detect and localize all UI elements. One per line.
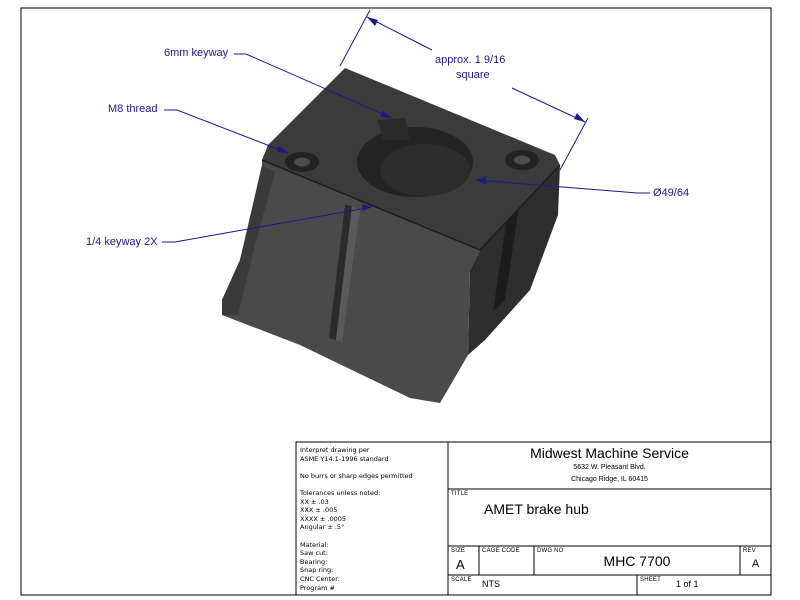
note-interpret-2: ASME Y14.1-1996 standard [300, 454, 389, 463]
note-material: Material: [300, 540, 329, 549]
drawing-title: AMET brake hub [484, 501, 589, 517]
leader-keyway-2x [162, 206, 373, 243]
part-front-slot-edge [336, 206, 360, 342]
part-right-face [468, 165, 560, 355]
general-notes: Interpret drawing per ASME Y14.1-1996 st… [300, 446, 446, 592]
leader-lines [162, 9, 650, 243]
note-tolerance-xx: XX ± .03 [300, 497, 329, 506]
callout-m8-thread: M8 thread [108, 103, 158, 115]
note-tolerance-xxxx: XXXX ± .0005 [300, 514, 346, 523]
arrow-dim-right [574, 113, 585, 122]
note-snap-ring: Snap ring: [300, 566, 334, 575]
size-value: A [456, 557, 465, 572]
note-bearing: Bearing: [300, 557, 328, 566]
note-tolerance-heading: Tolerances unless noted: [300, 488, 381, 497]
part-thread-hole-right-inner [514, 155, 530, 165]
arrow-thread [277, 146, 288, 153]
dwg-no-value: MHC 7700 [603, 553, 671, 569]
title-block-frame [295, 441, 772, 596]
callout-keyway-2x: 1/4 keyway 2X [86, 236, 158, 248]
note-program: Program # [300, 583, 335, 592]
title-label: TITLE [451, 491, 469, 497]
brake-hub-part [222, 68, 561, 403]
rev-value: A [751, 558, 760, 570]
arrow-keyway [380, 111, 392, 118]
leader-keyway [234, 53, 393, 119]
company-address-1: 5632 W. Pleasant Blvd. [573, 464, 646, 471]
ext-line-left [339, 9, 371, 67]
part-front-face [222, 160, 480, 403]
note-tolerance-angular: Angular ± .5° [300, 523, 345, 532]
title-block-grid [295, 441, 772, 596]
part-top-edge [261, 159, 561, 251]
note-cnc-center: CNC Center: [300, 574, 340, 583]
arrow-keyway-2x [362, 204, 372, 211]
callout-6mm-keyway: 6mm keyway [164, 47, 229, 59]
part-center-bore-inner [380, 144, 470, 196]
part-keyway-notch [378, 118, 410, 140]
company-name: Midwest Machine Service [530, 445, 689, 461]
note-interpret-1: Interpret drawing per [300, 446, 370, 454]
scale-label: SCALE [451, 577, 472, 583]
callout-square-dim-2: square [456, 69, 490, 81]
part-thread-hole-left-inner [294, 157, 310, 167]
dim-line-right [511, 87, 586, 123]
ext-line-right [559, 117, 589, 171]
company-address-2: Chicago Ridge, IL 60415 [571, 476, 648, 483]
arrow-dim-left [367, 17, 378, 26]
callout-diameter: Ø49/64 [653, 187, 690, 199]
size-label: SIZE [451, 548, 466, 554]
note-burrs: No burrs or sharp edges permitted [300, 471, 413, 480]
note-tolerance-xxx: XXX ± .005 [300, 506, 338, 515]
sheet-value: 1 of 1 [676, 579, 699, 589]
callout-square-dim-1: approx. 1 9/16 [435, 54, 506, 66]
part-front-slot [329, 205, 352, 340]
arrow-diameter [476, 177, 486, 184]
rev-label: REV [743, 548, 756, 554]
note-saw-cut: Saw cut: [300, 549, 328, 558]
dwg-no-label: DWG NO [537, 548, 564, 554]
part-right-groove [493, 200, 520, 312]
dim-line-left [366, 16, 433, 51]
leader-thread [164, 109, 289, 154]
part-left-strip [222, 165, 275, 315]
cage-code-label: CAGE CODE [482, 548, 520, 554]
scale-value: NTS [482, 579, 500, 589]
sheet-label: SHEET [640, 577, 662, 583]
leader-diameter [475, 179, 650, 194]
